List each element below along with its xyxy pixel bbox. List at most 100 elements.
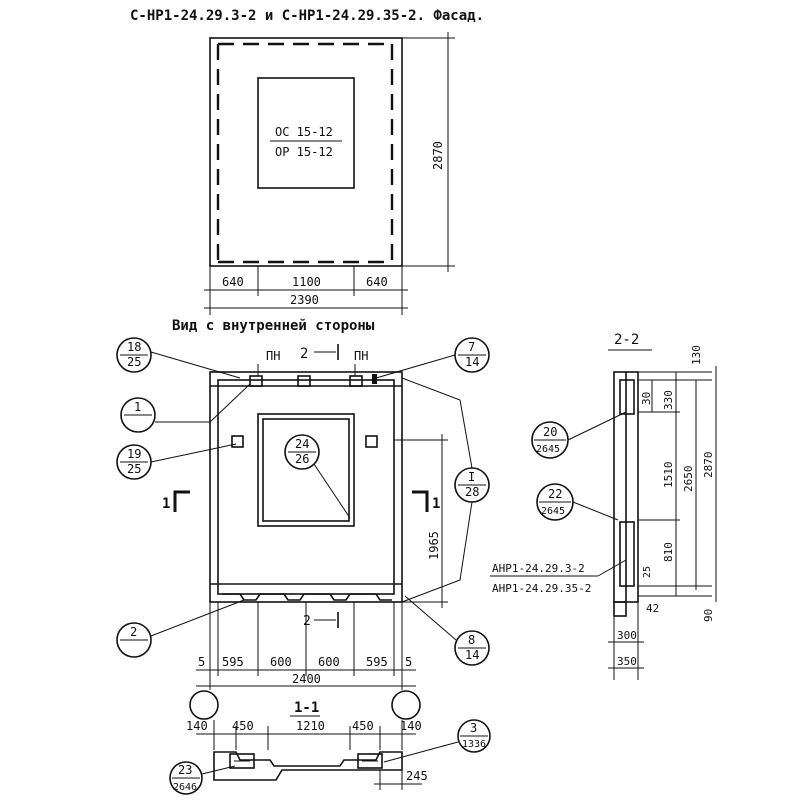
facade-dim-middle: 1100 [292,275,321,289]
callout-3-leader [383,741,459,763]
callout-I-top: I [468,470,475,484]
callout-22-leader [572,501,619,521]
callout-19-leader [150,443,237,463]
inner-view-caption: Вид с внутренней стороны [172,318,375,334]
s22-dim-810: 810 [662,542,675,562]
callout-20-bottom: 2645 [536,444,560,455]
s11-axis-right [391,690,421,720]
callout-19-top: 19 [127,447,141,461]
s22-dim-42: 42 [646,602,659,615]
side-square-left [231,435,244,448]
inner-frame-inner [217,379,395,595]
dim-bottom-0: 5 [198,655,205,669]
section-1-1: 1-1 140 450 1210 450 140 245 [186,690,428,790]
s22-dim-130: 130 [690,345,703,365]
embedded-part [372,374,377,384]
callout-I-bottom: 28 [465,485,479,499]
s22-dim-30: 30 [640,392,653,405]
callout-22-bottom: 2645 [541,506,565,517]
callout-7-bottom: 14 [465,355,479,369]
s22-dim-1510: 1510 [662,462,675,489]
s22-dim-330: 330 [662,390,675,410]
callout-1-leader-b [209,383,251,423]
s11-dim-4: 140 [400,719,422,733]
dim-1965: 1965 [427,531,441,560]
product-label-leader [597,559,627,577]
callout-I-leader-top [401,377,473,469]
inner-window-outer [257,413,355,527]
s11-dim-3: 450 [352,719,374,733]
dim-bottom-2: 600 [270,655,292,669]
callout-7-leader [375,354,456,379]
s22-dim-2870: 2870 [702,452,715,479]
s22-dim-350: 350 [617,655,637,668]
loop-top-2 [297,375,311,387]
section-1-left-mark [173,490,190,512]
callout-24-bottom: 26 [295,452,309,466]
s11-axis-left [189,690,219,720]
callout-I-leader-bottom [401,501,473,603]
callout-23-circle [169,761,203,795]
side-square-right [365,435,378,448]
s11-left-rib [229,753,255,769]
callout-24-top: 24 [295,437,309,451]
inner-frame-outer [209,371,403,603]
facade-outline [209,37,403,267]
callout-20-top: 20 [543,425,557,439]
section-2-2-title: 2-2 [614,332,639,348]
callout-7-top: 7 [468,340,475,354]
s22-dim-2650: 2650 [682,466,695,493]
callout-2-top: 2 [130,625,137,639]
callout-19-bottom: 25 [127,462,141,476]
callout-2-circle [116,622,152,658]
loop-top-1 [249,375,263,387]
facade-dim-height: 2870 [431,141,445,170]
callout-18-leader [150,351,241,379]
panel-section-bottom-part [619,521,635,587]
callout-18-bottom: 25 [127,355,141,369]
section-1-right-mark [412,490,429,512]
inner-view: Вид с внутренней стороны ПН ПН 2 2 1 [162,318,448,690]
s22-dim-90: 90 [702,609,715,622]
loop-top-3 [349,375,363,387]
product-label-1: АНР1-24.29.3-2 [492,562,585,575]
callouts: 18 25 7 14 1 19 25 24 26 I 28 [116,337,627,795]
callout-22-top: 22 [548,487,562,501]
pn-right-label: ПН [354,349,368,363]
facade-dim-right: 640 [366,275,388,289]
s11-profile [213,751,403,781]
pn-left-label: ПН [266,349,280,363]
dim-bottom-3: 600 [318,655,340,669]
s22-dim-25: 25 [642,566,653,578]
section-2-2: 2-2 130 30 330 1510 2650 2870 810 25 42 … [490,332,717,680]
callout-8-circle [454,630,490,666]
callout-1-top: 1 [134,400,141,414]
inner-dim-total: 2400 [292,672,321,686]
dim-bottom-4: 595 [366,655,388,669]
section-1-right: 1 [432,496,440,512]
facade-view: ОС 15-12 ОР 15-12 2870 640 1100 640 2390 [204,32,455,315]
section-1-1-title: 1-1 [294,700,319,716]
facade-dim-left: 640 [222,275,244,289]
callout-24-circle [284,434,320,470]
section-1-left: 1 [162,496,170,512]
section-mark-bottom: 2 [303,614,311,629]
dim-bottom-1: 595 [222,655,244,669]
callout-18-top: 18 [127,340,141,354]
callout-20-leader [567,411,627,441]
callout-18-circle [116,337,152,373]
callout-3-top: 3 [470,721,477,735]
window-label-top: ОС 15-12 [275,125,333,139]
window-label-bottom: ОР 15-12 [275,145,333,159]
s11-dim-1: 450 [232,719,254,733]
callout-24-leader [313,463,351,519]
callout-23-top: 23 [178,763,192,777]
dim-bottom-5: 5 [405,655,412,669]
drawing-title: С-НР1-24.29.3-2 и С-НР1-24.29.35-2. Фаса… [130,8,484,24]
callout-3-bottom: 1336 [462,739,486,750]
callout-2-leader [150,599,245,637]
panel-section-foot [613,601,627,617]
callout-3-circle [457,719,491,753]
